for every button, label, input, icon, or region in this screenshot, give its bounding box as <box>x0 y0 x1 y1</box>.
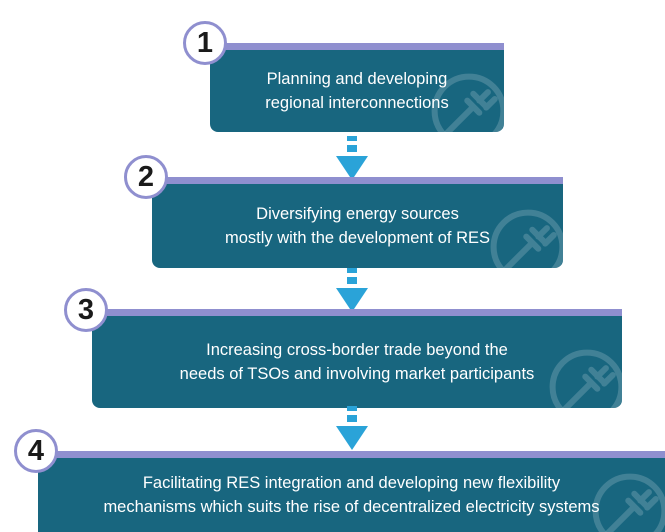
step-1-badge: 1 <box>183 21 227 65</box>
electric-plug-icon <box>490 209 563 268</box>
step-1-line-2: regional interconnections <box>265 94 449 112</box>
step-2-text: Diversifying energy sources mostly with … <box>152 202 563 250</box>
step-1-number: 1 <box>196 27 214 59</box>
step-4-number: 4 <box>27 435 45 467</box>
step-3-number: 3 <box>77 294 95 326</box>
step-2-badge: 2 <box>124 155 168 199</box>
electric-plug-icon <box>592 473 665 532</box>
step-3-top-bar <box>92 309 622 316</box>
step-4-top-bar <box>38 451 665 458</box>
arrow-down-icon <box>336 136 368 180</box>
step-2-top-bar <box>152 177 563 184</box>
step-4-badge: 4 <box>14 429 58 473</box>
step-3-box: Increasing cross-border trade beyond the… <box>92 316 622 408</box>
step-3-line-1: Increasing cross-border trade beyond the <box>206 341 508 359</box>
step-4-box: Facilitating RES integration and develop… <box>38 458 665 532</box>
step-1-text: Planning and developing regional interco… <box>210 67 504 115</box>
step-4-line-1: Facilitating RES integration and develop… <box>142 474 561 492</box>
electric-plug-icon <box>431 73 504 132</box>
step-3-badge: 3 <box>64 288 108 332</box>
step-2-box: Diversifying energy sources mostly with … <box>152 184 563 268</box>
step-2-line-2: mostly with the development of RES <box>224 229 491 247</box>
step-4-text: Facilitating RES integration and develop… <box>38 471 665 519</box>
step-1-top-bar <box>210 43 504 50</box>
arrow-down-icon <box>336 406 368 450</box>
step-3-text: Increasing cross-border trade beyond the… <box>92 338 622 386</box>
step-3-line-2: needs of TSOs and involving market parti… <box>179 365 535 383</box>
arrow-down-icon <box>336 268 368 312</box>
step-2-line-1: Diversifying energy sources <box>256 205 459 223</box>
step-2-number: 2 <box>137 161 155 193</box>
step-1-box: Planning and developing regional interco… <box>210 50 504 132</box>
step-4-line-2: mechanisms which suits the rise of decen… <box>103 498 600 516</box>
electric-plug-icon <box>549 349 622 408</box>
step-1-line-1: Planning and developing <box>266 70 448 88</box>
